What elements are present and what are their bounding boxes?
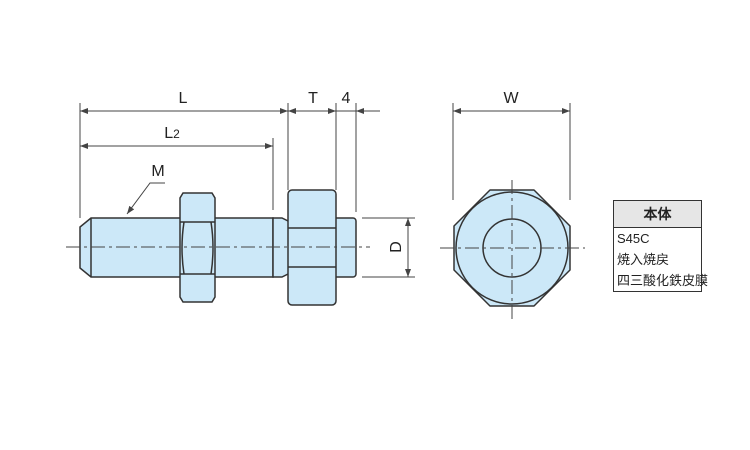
label-M: M bbox=[151, 163, 164, 180]
label-4: 4 bbox=[342, 90, 351, 107]
label-T: T bbox=[308, 90, 318, 107]
spec-row-material: S45C bbox=[617, 231, 650, 246]
label-W: W bbox=[503, 90, 519, 107]
extension-lines bbox=[79, 103, 571, 278]
dimension-lines bbox=[80, 108, 570, 277]
spec-row-surface: 四三酸化鉄皮膜 bbox=[617, 273, 709, 288]
material-spec-table: 本体 S45C 焼入焼戻 四三酸化鉄皮膜 bbox=[613, 200, 709, 292]
label-D: D bbox=[388, 241, 405, 253]
center-lines-front bbox=[440, 180, 585, 320]
label-L2: L2 bbox=[164, 125, 180, 142]
spec-row-heat-treatment: 焼入焼戻 bbox=[617, 252, 670, 267]
leader-M bbox=[126, 182, 165, 215]
spec-header: 本体 bbox=[614, 201, 701, 228]
label-L: L bbox=[179, 90, 188, 107]
